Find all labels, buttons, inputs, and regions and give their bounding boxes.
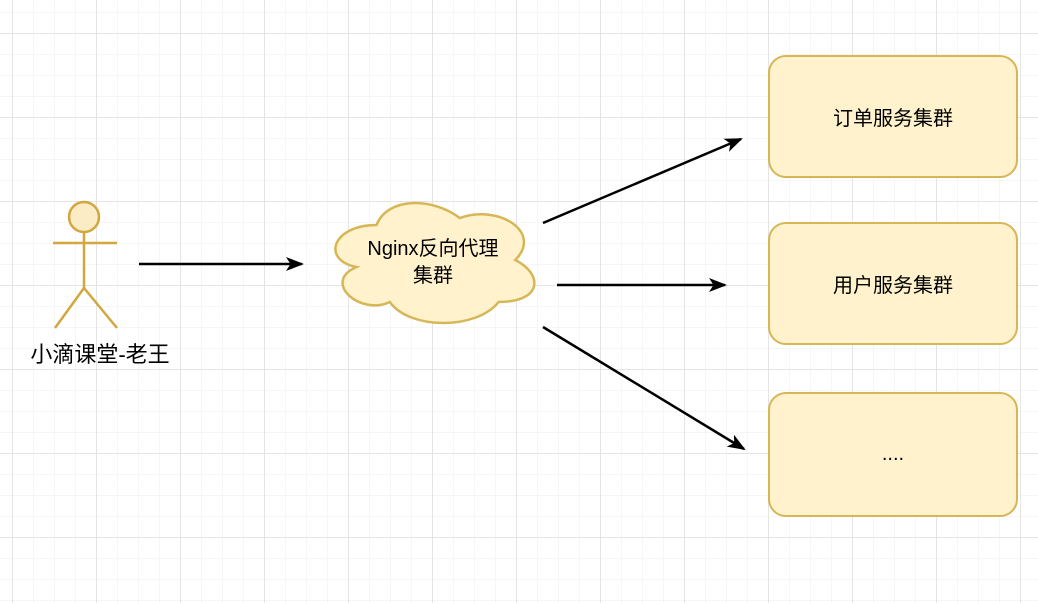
arrow-nginx-to-order-service <box>542 137 743 225</box>
actor-figure <box>53 200 118 329</box>
nginx-cloud-shape <box>334 201 536 325</box>
nginx-cloud-label: Nginx反向代理 集群 <box>321 236 545 290</box>
other-service-cluster-label: .... <box>881 443 905 465</box>
order-service-cluster-label: 订单服务集群 <box>833 108 953 130</box>
nginx-cloud-label-line1: Nginx反向代理 <box>367 238 499 260</box>
order-service-cluster-node: 订单服务集群 <box>768 55 1018 178</box>
arrow-nginx-to-other-service <box>542 325 746 451</box>
user-service-cluster-node: 用户服务集群 <box>768 222 1018 345</box>
actor-right-leg <box>83 287 118 329</box>
actor-left-leg <box>53 287 86 329</box>
nginx-cloud-label-line2: 集群 <box>413 265 453 287</box>
actor-label: 小滴课堂-老王 <box>30 342 170 367</box>
user-service-cluster-label: 用户服务集群 <box>833 275 953 297</box>
actor-head <box>67 200 101 234</box>
other-service-cluster-node: .... <box>768 392 1018 517</box>
